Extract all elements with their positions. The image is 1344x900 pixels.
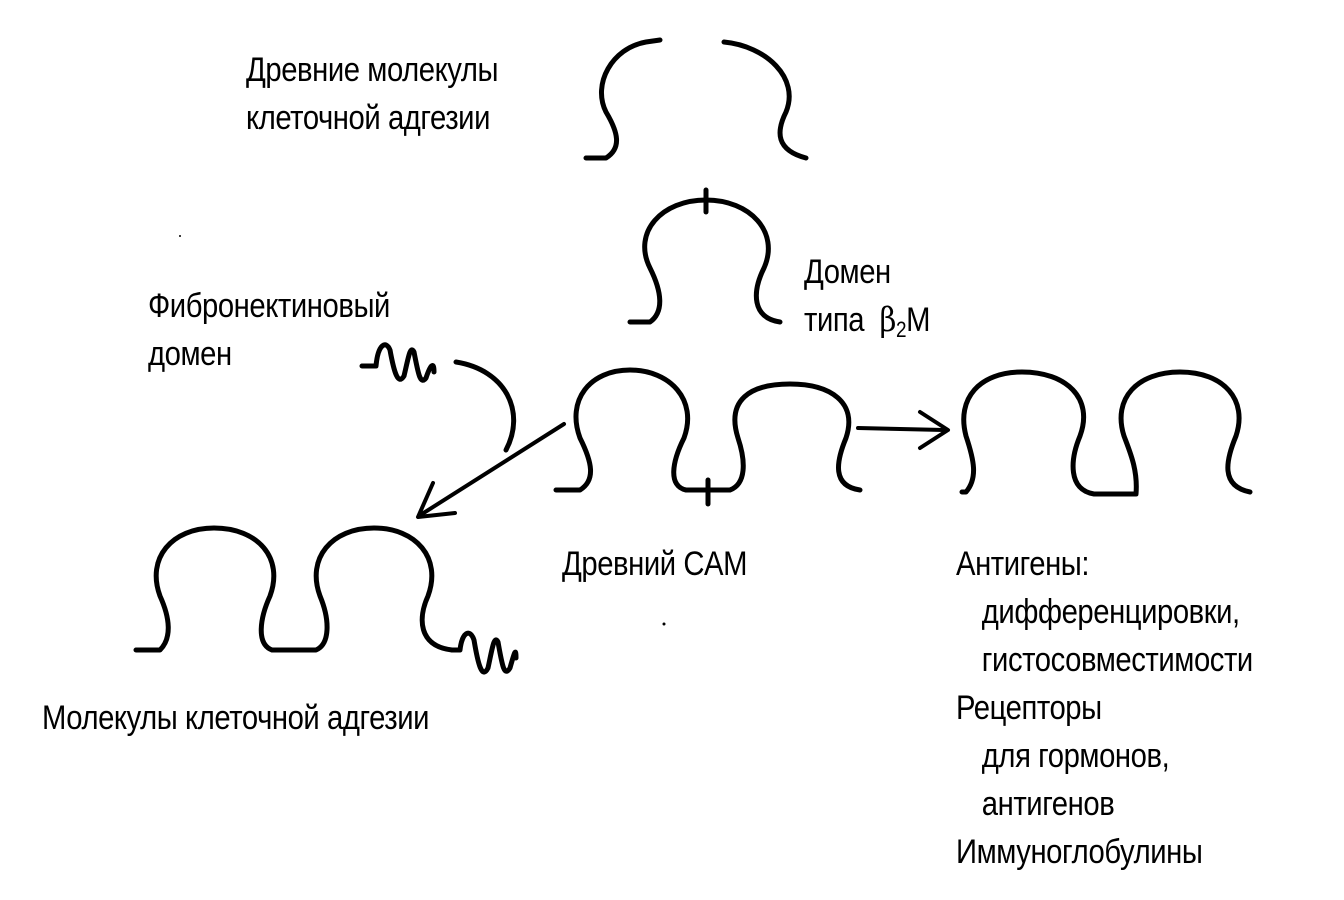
label-ig-superfamily-list: Антигены: дифференцировки, гистосовмести… <box>956 540 1253 876</box>
receptors-item: для гормонов, <box>981 737 1170 775</box>
speck <box>179 235 181 237</box>
receptors-item: антигенов <box>981 785 1115 823</box>
immunoglobulins-label: Иммуноглобулины <box>956 833 1203 871</box>
b2m-domain-loop <box>627 197 783 325</box>
antigens-item: гистосовместимости <box>981 641 1253 679</box>
subscript-two: 2 <box>895 317 907 342</box>
label-line: Древний CAM <box>562 545 748 583</box>
arrow-to-ig-head <box>918 410 950 450</box>
cam-loops <box>133 525 455 653</box>
label-b2m-domain: Домен типа β2M <box>804 248 930 354</box>
arrow-to-cam-head <box>416 481 457 519</box>
label-line: клеточной адгезии <box>246 99 490 137</box>
beta-symbol: β <box>879 300 897 340</box>
ig-superfamily-loops <box>959 369 1253 497</box>
label-text: M <box>906 301 931 339</box>
antigens-heading: Антигены: <box>956 545 1090 583</box>
arrow-to-ig-line <box>856 426 946 432</box>
fibronectin-connector <box>453 359 517 453</box>
receptors-heading: Рецепторы <box>956 689 1102 727</box>
label-cell-adhesion-molecules: Молекулы клеточной адгезии <box>42 694 429 742</box>
label-line: домен <box>148 335 232 373</box>
ancient-open-loop <box>583 37 809 161</box>
label-line: Молекулы клеточной адгезии <box>42 699 430 737</box>
fibronectin-domain-wave <box>359 342 437 383</box>
label-line: Древние молекулы <box>246 51 499 89</box>
label-line: типа β2M <box>804 296 930 354</box>
label-line: Фибронектиновый <box>148 287 390 325</box>
label-ancient-cam: Древний CAM <box>562 540 747 588</box>
cam-fibronectin-tail <box>449 630 519 675</box>
label-line: Домен <box>804 253 891 291</box>
antigens-item: дифференцировки, <box>981 593 1240 631</box>
label-text: типа <box>804 301 865 339</box>
arrow-to-cam-line <box>420 422 566 516</box>
ancient-cam-loops <box>553 367 863 493</box>
speck <box>662 622 666 626</box>
label-ancient-cam-molecules: Древние молекулы клеточной адгезии <box>246 46 499 142</box>
label-fibronectin-domain: Фибронектиновый домен <box>148 282 390 378</box>
